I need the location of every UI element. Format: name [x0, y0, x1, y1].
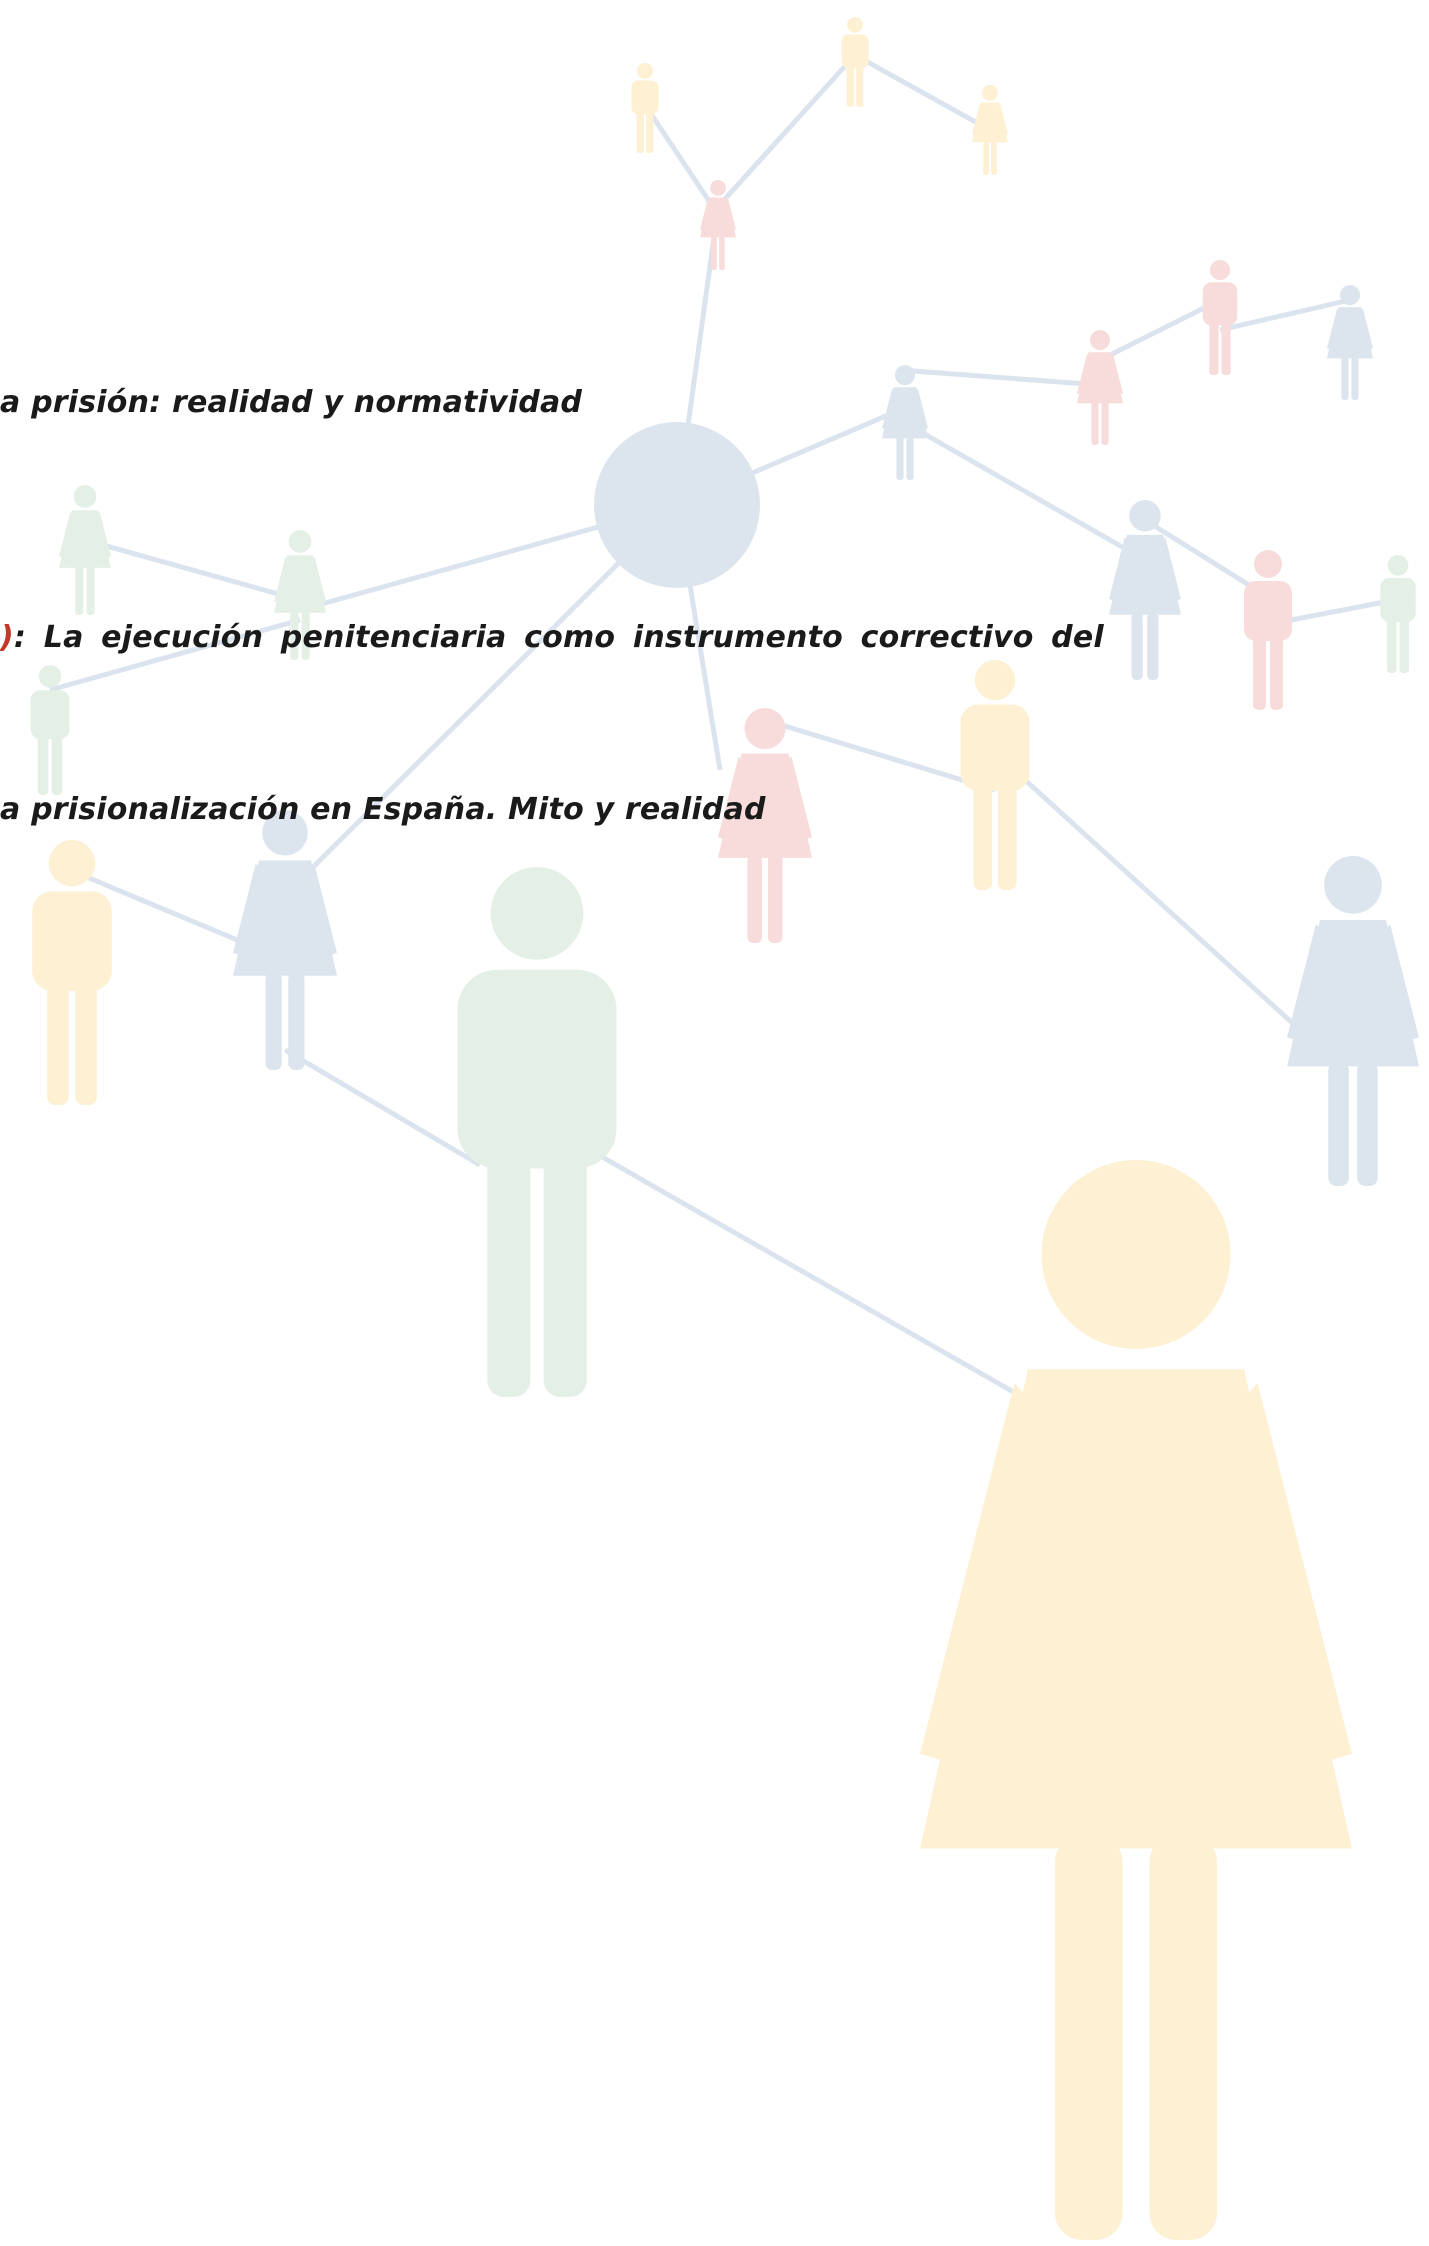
person-man-icon — [1244, 550, 1292, 710]
person-man-icon — [30, 665, 70, 795]
network-people — [30, 17, 1419, 2240]
person-woman-icon — [1077, 330, 1123, 445]
reference-author-fragment: ) — [0, 620, 14, 655]
person-man-icon — [32, 840, 112, 1105]
reference-line-1: a prisión: realidad y normatividad — [0, 385, 582, 420]
person-man-icon — [457, 867, 617, 1397]
person-man-icon — [1380, 555, 1416, 673]
person-woman-icon — [233, 810, 337, 1070]
person-woman-icon — [1287, 856, 1419, 1186]
person-woman-icon — [700, 180, 736, 270]
person-woman-icon — [718, 708, 812, 943]
person-woman-icon — [274, 530, 326, 660]
person-man-icon — [841, 17, 869, 107]
person-woman-icon — [882, 365, 928, 480]
person-man-icon — [1202, 260, 1238, 375]
person-woman-icon — [1327, 285, 1373, 400]
reference-line-3: a prisionalización en España. Mito y rea… — [0, 792, 766, 827]
reference-separator: : — [13, 620, 44, 655]
reference-title: a prisionalización en España. Mito y rea… — [0, 792, 766, 827]
person-woman-icon — [59, 485, 111, 615]
person-woman-icon — [920, 1160, 1352, 2240]
reference-line-2: ): La ejecución penitenciaria como instr… — [0, 620, 1104, 655]
network-hub — [594, 422, 760, 588]
person-woman-icon — [972, 85, 1008, 175]
reference-title: a prisión: realidad y normatividad — [0, 385, 583, 420]
person-man-icon — [960, 660, 1030, 890]
person-man-icon — [631, 63, 659, 153]
person-woman-icon — [1109, 500, 1181, 680]
reference-title: La ejecución penitenciaria como instrume… — [43, 620, 1104, 655]
